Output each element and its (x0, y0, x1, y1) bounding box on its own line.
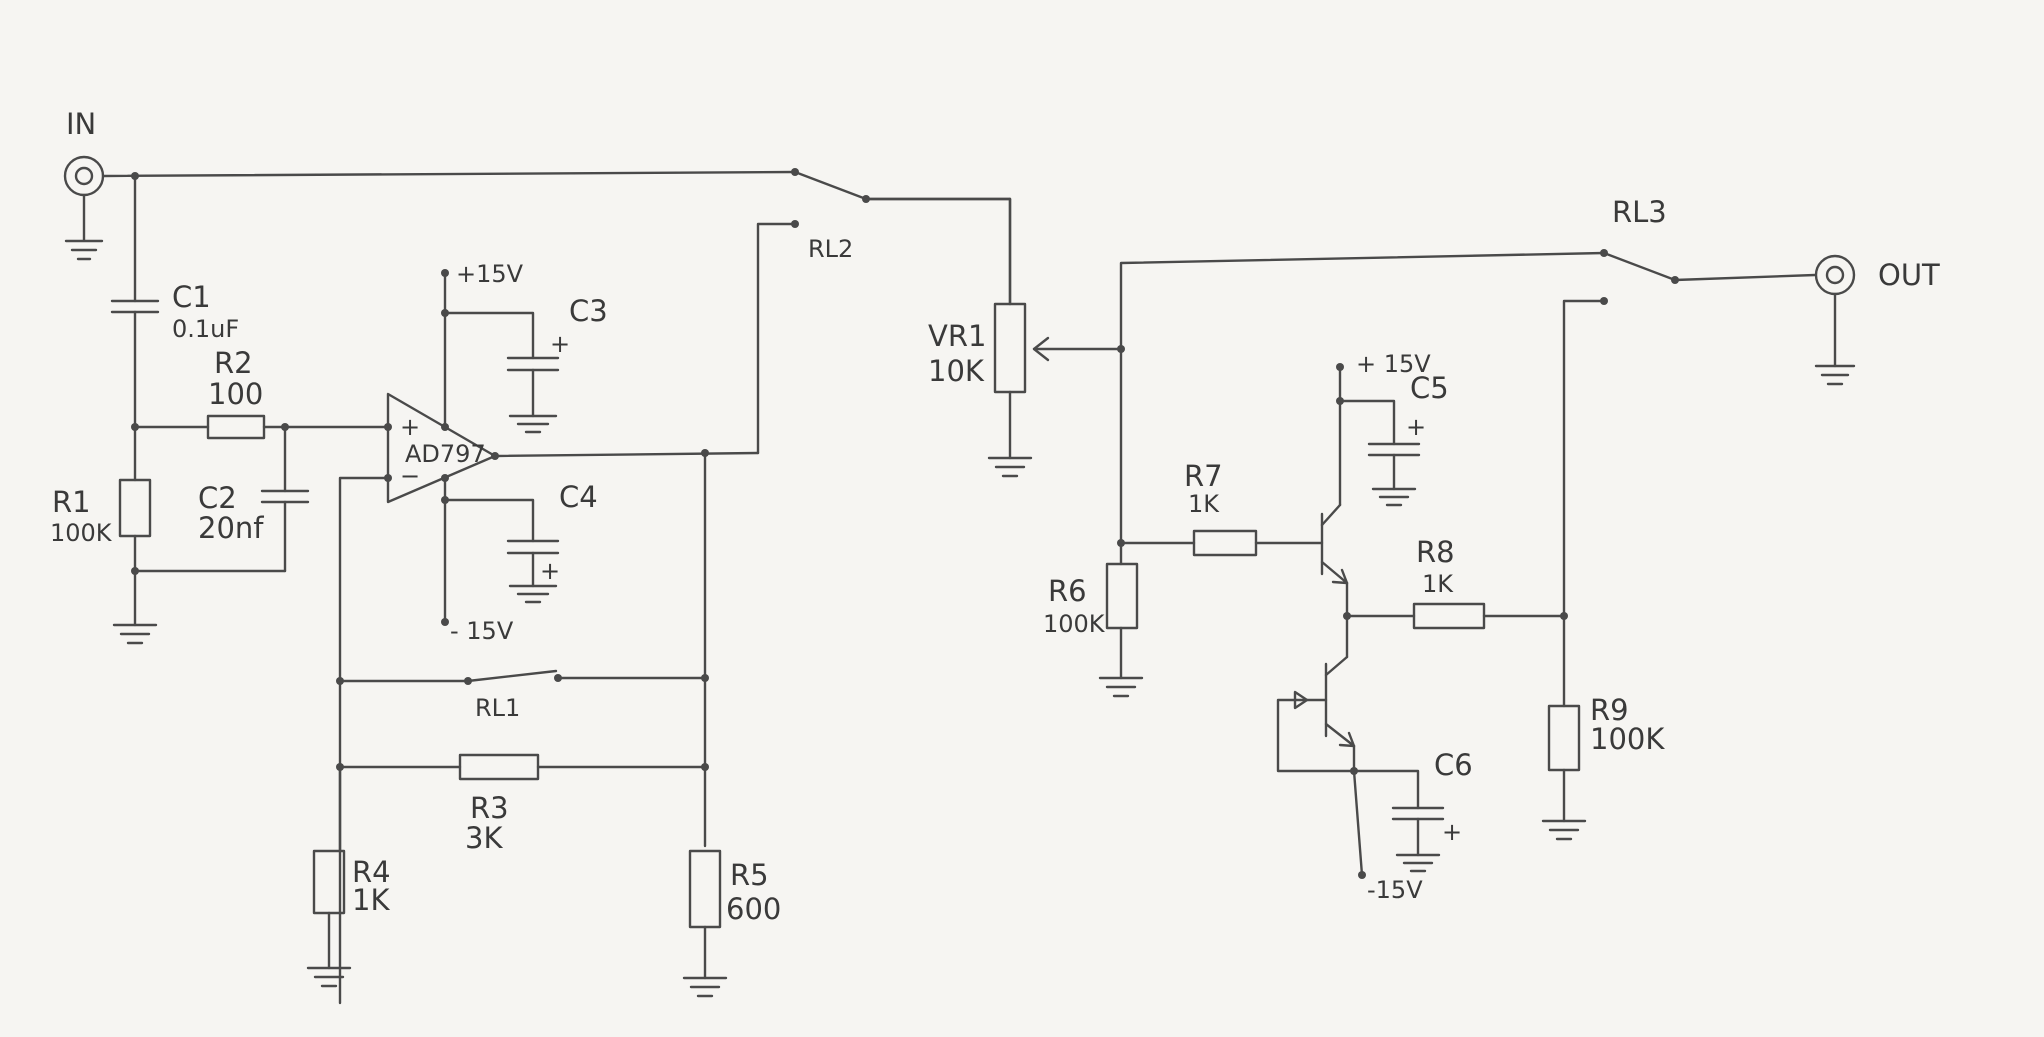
ground-symbol (682, 976, 728, 998)
resistor-r7 (1192, 529, 1258, 557)
output-connector (1814, 254, 1856, 386)
capacitor-c1 (110, 174, 160, 429)
capacitor-c6 (1352, 769, 1445, 873)
opamp-part-label: AD797 (405, 440, 486, 468)
capacitor-c3 (443, 311, 560, 434)
r6-value: 100K (1043, 610, 1106, 638)
supply-pos-label: +15V (456, 260, 524, 288)
resistor-r9 (1547, 704, 1581, 772)
supply-neg-label: - 15V (450, 617, 514, 645)
r5-value: 600 (726, 892, 781, 926)
c2-name: C2 (198, 481, 237, 515)
input-wire (101, 170, 797, 178)
r9-name: R9 (1590, 693, 1629, 727)
c5-name: C5 (1410, 371, 1449, 405)
r1-value: 100K (50, 519, 113, 547)
ground-symbol (987, 456, 1033, 478)
r7-name: R7 (1184, 459, 1223, 493)
relay-rl1-switch (338, 669, 707, 685)
input-label: IN (66, 107, 96, 141)
potentiometer-vr1 (993, 302, 1027, 394)
c6-name: C6 (1434, 748, 1473, 782)
resistor-r3 (458, 753, 540, 781)
c3-name: C3 (569, 294, 608, 328)
opamp-plus: + (400, 413, 420, 441)
r5-name: R5 (730, 858, 769, 892)
capacitor-c2 (260, 425, 310, 573)
wiper-arrow (1032, 336, 1123, 362)
c2-value: 20nf (198, 511, 264, 545)
c3-polarity: + (550, 330, 570, 358)
input-connector (63, 155, 105, 261)
transistor-q1 (1320, 365, 1349, 618)
resistor-r5 (688, 849, 722, 929)
capacitor-c5 (1338, 399, 1421, 507)
c4-polarity: + (540, 557, 560, 585)
transistor-q2 (1276, 614, 1356, 773)
rl1-label: RL1 (475, 694, 520, 722)
c1-name: C1 (172, 280, 211, 314)
r8-name: R8 (1416, 535, 1455, 569)
r1-name: R1 (52, 485, 91, 519)
r3-value: 3K (465, 821, 503, 855)
ground-symbol (1098, 676, 1144, 698)
opamp-minus: − (400, 462, 420, 490)
r4-value: 1K (352, 883, 390, 917)
r8-value: 1K (1422, 570, 1454, 598)
output-label: OUT (1878, 258, 1940, 292)
resistor-r1 (118, 478, 152, 538)
resistor-r6 (1105, 562, 1139, 630)
supply-neg2-label: -15V (1367, 876, 1423, 904)
relay-rl3-switch (1602, 251, 1817, 284)
supply-pos2-label: + 15V (1356, 350, 1431, 378)
ground-symbol (112, 623, 158, 645)
r6-name: R6 (1048, 574, 1087, 608)
r4-name: R4 (352, 855, 391, 889)
r3-name: R3 (470, 791, 509, 825)
r7-value: 1K (1188, 490, 1220, 518)
resistor-r8 (1412, 602, 1486, 630)
rl2-label: RL2 (808, 235, 853, 263)
c6-polarity: + (1442, 818, 1462, 846)
vr1-value: 10K (928, 354, 985, 388)
c5-polarity: + (1406, 413, 1426, 441)
capacitor-c4 (443, 498, 560, 604)
r2-name: R2 (214, 346, 253, 380)
ground-symbol (306, 966, 352, 988)
resistor-r2 (206, 414, 266, 440)
rl3-label: RL3 (1612, 195, 1667, 229)
ground-symbol (1541, 819, 1587, 841)
r9-value: 100K (1590, 722, 1665, 756)
c4-name: C4 (559, 480, 598, 514)
r2-value: 100 (208, 377, 263, 411)
vr1-name: VR1 (928, 319, 986, 353)
c1-value: 0.1uF (172, 315, 239, 343)
